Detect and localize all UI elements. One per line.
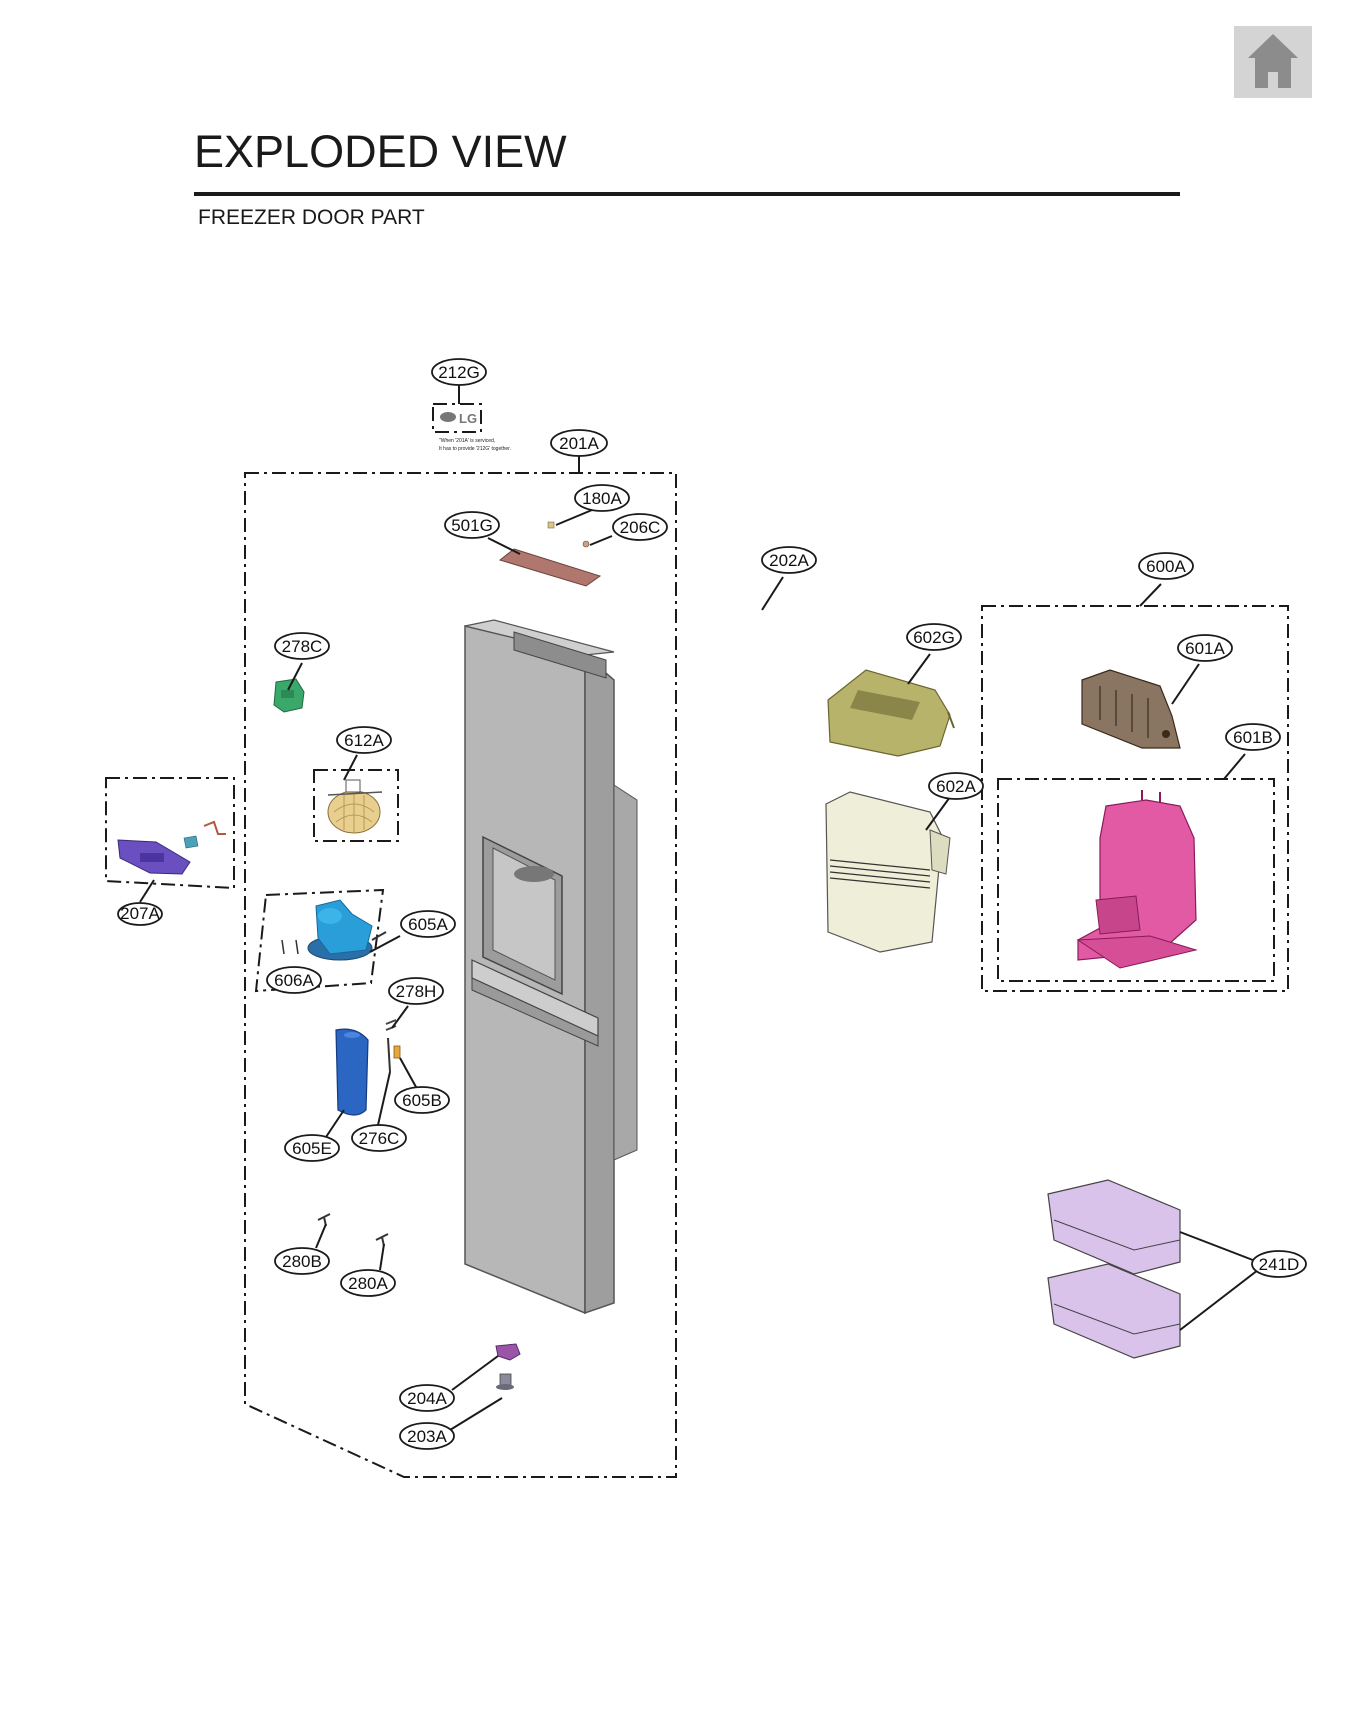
svg-text:278C: 278C xyxy=(282,637,323,656)
svg-text:605E: 605E xyxy=(292,1139,332,1158)
callout-212G[interactable]: 212G xyxy=(431,358,487,386)
svg-text:612A: 612A xyxy=(344,731,384,750)
part-206C xyxy=(582,540,590,548)
home-icon xyxy=(1248,34,1298,88)
dispenser-motor-boundary xyxy=(254,888,385,993)
callout-180A[interactable]: 180A xyxy=(574,484,630,512)
svg-text:280A: 280A xyxy=(348,1274,388,1293)
callout-606A[interactable]: 606A xyxy=(266,966,322,994)
part-612A-lamp xyxy=(327,779,383,834)
svg-text:203A: 203A xyxy=(407,1427,447,1446)
lamp-group-boundary xyxy=(313,769,399,842)
door-assembly-boundary xyxy=(244,472,677,1478)
title-divider xyxy=(194,192,1180,196)
svg-text:501G: 501G xyxy=(451,516,493,535)
callout-501G[interactable]: 501G xyxy=(444,511,500,539)
callout-602A[interactable]: 602A xyxy=(928,772,984,800)
logo-text: LG xyxy=(459,411,477,426)
svg-text:201A: 201A xyxy=(559,434,599,453)
callout-602G[interactable]: 602G xyxy=(906,623,962,651)
callout-605E[interactable]: 605E xyxy=(284,1134,340,1162)
svg-text:602A: 602A xyxy=(936,777,976,796)
callout-241D[interactable]: 241D xyxy=(1251,1250,1307,1278)
part-276C xyxy=(387,1037,391,1073)
callout-280A[interactable]: 280A xyxy=(340,1269,396,1297)
svg-text:601A: 601A xyxy=(1185,639,1225,658)
part-241D-door-bin-lower xyxy=(1047,1263,1181,1359)
section-subtitle: FREEZER DOOR PART xyxy=(198,206,425,229)
part-212G-logo: LG xyxy=(440,411,477,426)
svg-text:605B: 605B xyxy=(402,1091,442,1110)
callout-605B[interactable]: 605B xyxy=(394,1086,450,1114)
callout-280B[interactable]: 280B xyxy=(274,1247,330,1275)
part-501G-plate xyxy=(498,548,602,587)
icemaker-outer-boundary xyxy=(981,605,1289,992)
svg-text:278H: 278H xyxy=(396,982,437,1001)
service-note-line2: It has to provide '212G' together. xyxy=(439,446,511,452)
svg-text:202A: 202A xyxy=(769,551,809,570)
part-605E-paddle xyxy=(335,1028,369,1116)
callout-601A[interactable]: 601A xyxy=(1177,634,1233,662)
svg-text:241D: 241D xyxy=(1259,1255,1300,1274)
callout-612A[interactable]: 612A xyxy=(336,726,392,754)
part-278H xyxy=(385,1019,397,1031)
svg-text:207A: 207A xyxy=(120,904,160,923)
callout-206C[interactable]: 206C xyxy=(612,513,668,541)
part-278C-switch xyxy=(273,678,305,713)
home-button[interactable] xyxy=(1234,26,1312,98)
callout-600A[interactable]: 600A xyxy=(1138,552,1194,580)
svg-text:280B: 280B xyxy=(282,1252,322,1271)
part-601A-icemaker xyxy=(1081,669,1181,749)
part-602G-bin-cover xyxy=(827,669,955,757)
callout-203A[interactable]: 203A xyxy=(399,1422,455,1450)
svg-text:180A: 180A xyxy=(582,489,622,508)
part-601B-housing xyxy=(1076,790,1198,969)
callout-605A[interactable]: 605A xyxy=(400,910,456,938)
part-203A-bushing xyxy=(496,1373,514,1390)
svg-text:602G: 602G xyxy=(913,628,955,647)
part-207A-hinge xyxy=(117,820,226,875)
callout-204A[interactable]: 204A xyxy=(399,1384,455,1412)
part-602A-ice-bin xyxy=(825,791,951,953)
svg-text:204A: 204A xyxy=(407,1389,447,1408)
logo-group-boundary xyxy=(432,403,482,433)
callout-276C[interactable]: 276C xyxy=(351,1124,407,1152)
leader-lines xyxy=(139,384,1259,1431)
svg-text:276C: 276C xyxy=(359,1129,400,1148)
part-204A-hinge-cap xyxy=(495,1343,521,1361)
part-180A xyxy=(547,521,555,529)
freezer-door-panel xyxy=(464,619,638,1315)
service-note-line1: "When '201A' is serviced, xyxy=(439,438,495,444)
part-605A-motor xyxy=(281,899,387,961)
icemaker-inner-boundary xyxy=(997,778,1275,982)
svg-text:600A: 600A xyxy=(1146,557,1186,576)
callout-202A[interactable]: 202A xyxy=(761,546,817,574)
page-title: EXPLODED VIEW xyxy=(194,126,567,177)
callout-278C[interactable]: 278C xyxy=(274,632,330,660)
svg-text:212G: 212G xyxy=(438,363,480,382)
part-241D-door-bin-upper xyxy=(1047,1179,1181,1275)
svg-text:206C: 206C xyxy=(620,518,661,537)
part-605B xyxy=(393,1045,401,1059)
callout-207A[interactable]: 207A xyxy=(117,902,163,926)
callout-601B[interactable]: 601B xyxy=(1225,723,1281,751)
callout-201A[interactable]: 201A xyxy=(550,429,608,457)
hinge-group-boundary xyxy=(105,777,235,890)
svg-text:606A: 606A xyxy=(274,971,314,990)
part-280B xyxy=(317,1213,331,1227)
part-280A xyxy=(375,1233,389,1247)
svg-text:605A: 605A xyxy=(408,915,448,934)
callout-278H[interactable]: 278H xyxy=(388,977,444,1005)
svg-text:601B: 601B xyxy=(1233,728,1273,747)
